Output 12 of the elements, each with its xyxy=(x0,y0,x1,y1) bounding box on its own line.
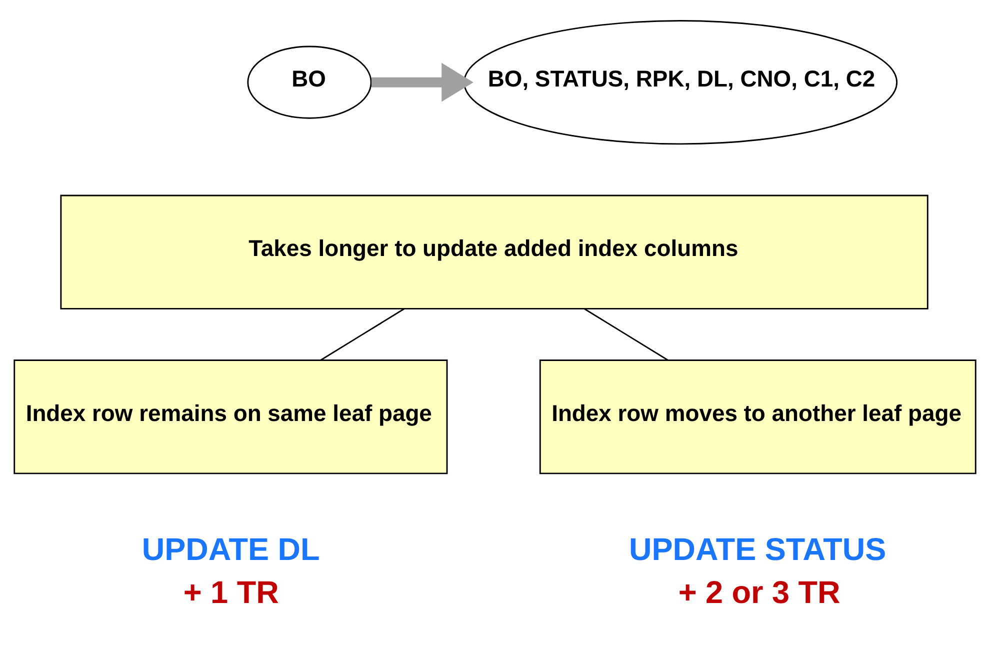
node-ellipse: BO xyxy=(247,46,372,119)
node-label: UPDATE DL xyxy=(142,531,320,568)
connector xyxy=(320,308,405,361)
node-label: + 1 TR xyxy=(183,574,279,610)
node-label: UPDATE STATUS xyxy=(628,531,886,568)
arrow xyxy=(371,62,474,102)
node-box: Takes longer to update added index columns xyxy=(60,194,928,310)
node-box: Index row moves to another leaf page xyxy=(539,360,976,474)
node-box: Index row remains on same leaf page xyxy=(14,360,448,474)
node-label: + 2 or 3 TR xyxy=(678,574,840,610)
connector xyxy=(584,308,668,361)
node-ellipse: BO, STATUS, RPK, DL, CNO, C1, C2 xyxy=(463,20,898,145)
